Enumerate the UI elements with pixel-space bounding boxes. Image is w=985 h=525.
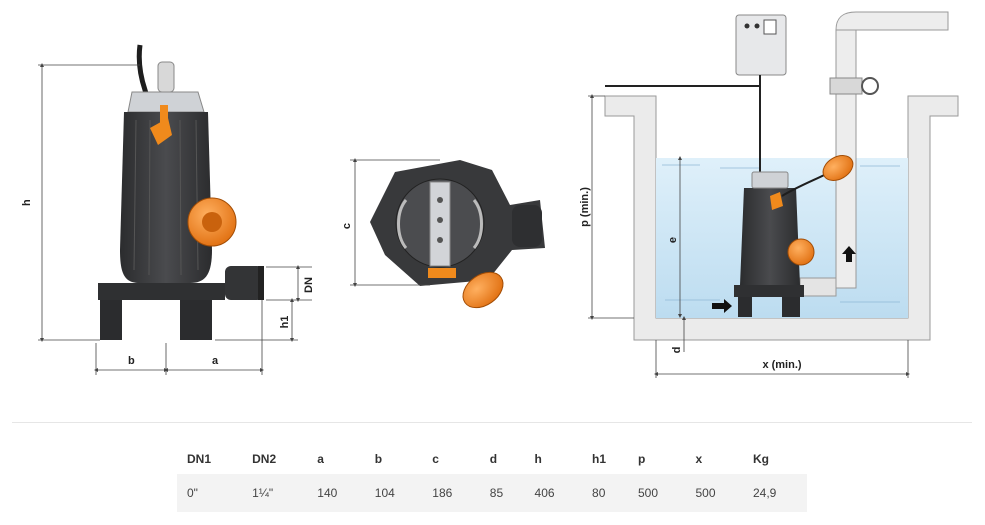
header-h1: h1 (592, 452, 607, 466)
label-h: h (21, 199, 33, 206)
header-kg: Kg (753, 452, 769, 466)
top-view-dimensions: c (341, 158, 440, 287)
header-dn2: DN2 (252, 452, 277, 466)
cell-b: 104 (364, 474, 423, 512)
cell-kg: 24,9 (743, 474, 807, 512)
label-c: c (341, 223, 353, 229)
header-d: d (489, 452, 498, 466)
label-h1: h1 (279, 316, 291, 329)
header-x: x (695, 452, 703, 466)
float-switch-top-icon (462, 271, 504, 309)
header-b: b (374, 452, 383, 466)
pump-side-view (98, 44, 264, 340)
divider (12, 422, 972, 423)
label-a: a (212, 355, 219, 367)
header-a: a (317, 452, 324, 466)
cell-x: 500 (685, 474, 743, 512)
cell-d: 85 (479, 474, 525, 512)
pump-diagram: h b a DN h1 c (21, 11, 959, 378)
side-view-dimensions: h b a DN h1 (21, 63, 315, 375)
spec-table: DN1 DN2 a b c d h h1 p x Kg 0" 1¼" 140 1… (177, 444, 807, 512)
label-d: d (671, 347, 683, 354)
cell-a: 140 (307, 474, 365, 512)
pump-top-view (370, 160, 545, 309)
cell-h1: 80 (582, 474, 628, 512)
cell-dn1: 0" (177, 474, 243, 512)
installation-dimensions: p (min.) e d x (min.) (579, 94, 910, 378)
spec-header-row: DN1 DN2 a b c d h h1 p x Kg (177, 444, 807, 474)
label-p-min: p (min.) (579, 187, 591, 227)
header-c: c (432, 452, 439, 466)
header-dn1: DN1 (187, 452, 212, 466)
cell-dn2: 1¼" (242, 474, 308, 512)
cell-h: 406 (524, 474, 583, 512)
cell-c: 186 (422, 474, 480, 512)
header-p: p (638, 452, 646, 466)
label-e: e (667, 237, 679, 243)
label-dn: DN (303, 277, 315, 293)
label-x-min: x (min.) (762, 359, 801, 371)
installation-view (604, 11, 959, 341)
label-b: b (128, 355, 135, 367)
header-h: h (534, 452, 542, 466)
cell-p: 500 (628, 474, 686, 512)
table-row: 0" 1¼" 140 104 186 85 406 80 500 500 24,… (177, 474, 807, 512)
